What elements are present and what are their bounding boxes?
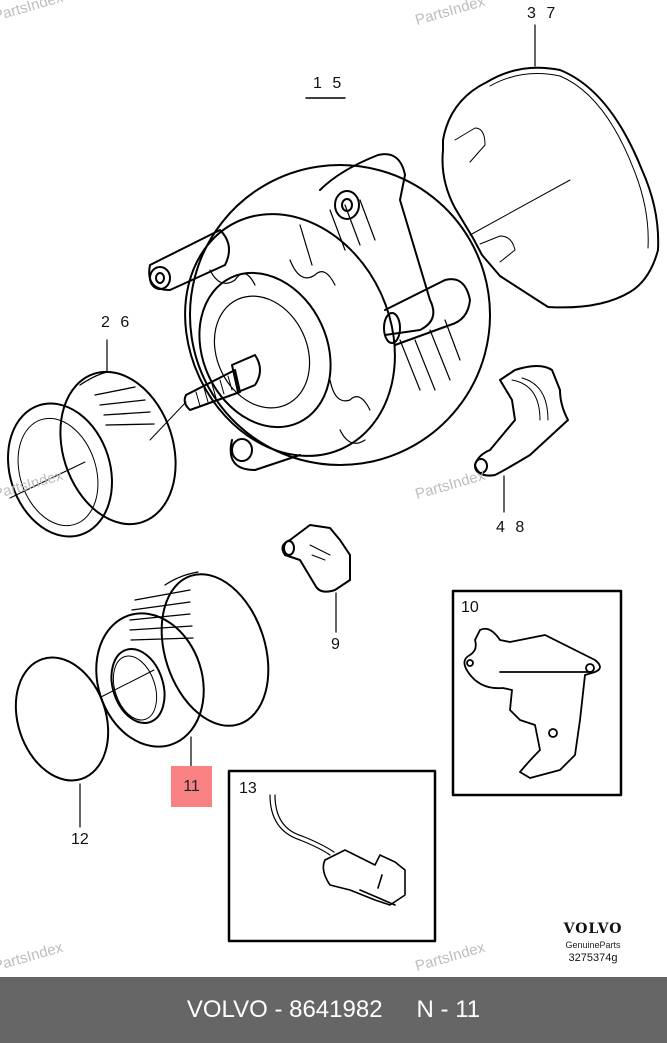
callout-12[interactable]: 12: [71, 831, 89, 848]
bracket-part-48: [474, 365, 569, 513]
callout-9[interactable]: 9: [331, 636, 340, 653]
brand-subtitle: GenuineParts: [565, 940, 621, 950]
callout-15[interactable]: 1 5: [313, 75, 345, 92]
brand-block: VOLVO GenuineParts 3275374g: [548, 922, 638, 964]
part-number-label: VOLVO - 8641982: [186, 996, 383, 1023]
callout-37[interactable]: 3 7: [527, 5, 559, 22]
diagram-drawing: [7, 24, 660, 943]
callout-10[interactable]: 10: [461, 599, 479, 616]
callout-48[interactable]: 4 8: [496, 519, 528, 536]
cap-part-12: [14, 656, 110, 828]
callout-13[interactable]: 13: [239, 780, 257, 797]
volvo-logo: VOLVO: [563, 921, 623, 937]
connector-part-13: [269, 794, 406, 906]
parts-diagram: 1 5 3 7 2 6 4 8 9 10 12 13 11 PartsIndex…: [0, 0, 660, 975]
rear-cover-part-37: [441, 24, 660, 309]
box-part-13: [227, 769, 437, 943]
callout-11: 11: [183, 778, 200, 795]
pulley-part-11: [95, 571, 270, 769]
callout-26[interactable]: 2 6: [101, 314, 133, 331]
box-part-10: [451, 589, 623, 797]
position-label: N - 11: [416, 996, 481, 1023]
highlighted-callout-11[interactable]: 11: [171, 766, 212, 807]
alternator-part-15: [148, 153, 491, 471]
pulley-part-26: [7, 339, 177, 538]
regulator-clip-part-9: [281, 524, 351, 633]
mounting-bracket-part-10: [463, 627, 601, 779]
footer-bar: VOLVO - 8641982 N - 11: [0, 977, 667, 1043]
diagram-code: 3275374g: [568, 952, 618, 964]
